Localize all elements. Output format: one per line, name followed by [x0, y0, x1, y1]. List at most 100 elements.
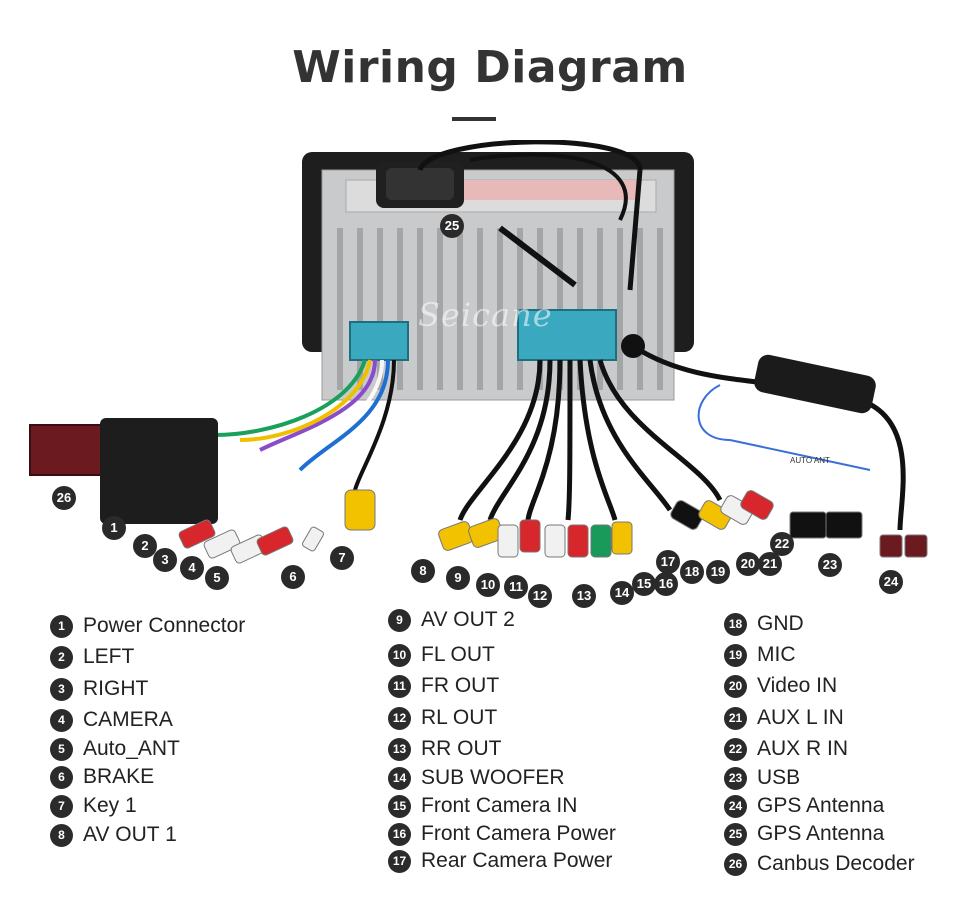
- callout-18: 18: [680, 560, 704, 584]
- legend-number: 4: [50, 708, 73, 732]
- callout-4: 4: [180, 556, 204, 580]
- legend-number: 16: [388, 822, 411, 846]
- callout-1: 1: [102, 516, 126, 540]
- callout-8: 8: [411, 559, 435, 583]
- legend-number: 14: [388, 766, 411, 790]
- legend-item: 14 SUB WOOFER: [388, 766, 565, 792]
- callout-6: 6: [281, 565, 305, 589]
- legend-label: Key 1: [83, 794, 137, 817]
- legend-number: 9: [388, 608, 411, 632]
- legend-item: 4 CAMERA: [50, 708, 173, 734]
- legend-label: RL OUT: [421, 706, 498, 729]
- callout-5: 5: [205, 566, 229, 590]
- callout-19: 19: [706, 560, 730, 584]
- legend-label: Power Connector: [83, 614, 246, 637]
- legend-label: MIC: [757, 643, 796, 666]
- callout-2: 2: [133, 534, 157, 558]
- legend-label: USB: [757, 766, 801, 789]
- legend-item: 26 Canbus Decoder: [724, 852, 915, 878]
- legend-number: 3: [50, 677, 73, 701]
- legend-label: GPS Antenna: [757, 794, 885, 817]
- gps-antenna-puck: [376, 140, 643, 291]
- callout-12: 12: [528, 584, 552, 608]
- legend-label: AUX R IN: [757, 737, 849, 760]
- legend-number: 8: [50, 823, 73, 847]
- legend-number: 5: [50, 737, 73, 761]
- legend-number: 2: [50, 645, 73, 669]
- legend-number: 26: [724, 852, 747, 876]
- legend-item: 7 Key 1: [50, 794, 137, 820]
- legend-item: 3 RIGHT: [50, 677, 148, 703]
- legend-item: 11 FR OUT: [388, 674, 499, 700]
- legend-label: RIGHT: [83, 677, 149, 700]
- legend-number: 12: [388, 706, 411, 730]
- legend-item: 19 MIC: [724, 643, 796, 669]
- callout-26: 26: [52, 486, 76, 510]
- legend-item: 5 Auto_ANT: [50, 737, 180, 763]
- callout-20: 20: [736, 552, 760, 576]
- legend-number: 18: [724, 612, 747, 636]
- legend-label: Canbus Decoder: [757, 852, 915, 875]
- right-harness-socket: [517, 309, 617, 361]
- legend-number: 22: [724, 737, 747, 761]
- callout-17: 17: [656, 550, 680, 574]
- callout-21: 21: [758, 552, 782, 576]
- legend-number: 17: [388, 849, 411, 873]
- callout-24: 24: [879, 570, 903, 594]
- legend-item: 12 RL OUT: [388, 706, 497, 732]
- callout-16: 16: [654, 572, 678, 596]
- legend-label: AV OUT 1: [83, 823, 177, 846]
- legend-label: Rear Camera Power: [421, 849, 613, 872]
- legend-number: 15: [388, 794, 411, 818]
- legend-number: 23: [724, 766, 747, 790]
- legend-number: 25: [724, 822, 747, 846]
- legend-number: 1: [50, 614, 73, 638]
- callout-3: 3: [153, 548, 177, 572]
- legend-number: 11: [388, 674, 411, 698]
- power-connector: [100, 418, 218, 524]
- legend-label: Front Camera Power: [421, 822, 616, 845]
- legend-item: 10 FL OUT: [388, 643, 495, 669]
- legend-item: 1 Power Connector: [50, 614, 245, 640]
- legend-number: 19: [724, 643, 747, 667]
- legend-number: 24: [724, 794, 747, 818]
- callout-7: 7: [330, 546, 354, 570]
- callout-13: 13: [572, 584, 596, 608]
- legend-label: Front Camera IN: [421, 794, 578, 817]
- legend-item: 8 AV OUT 1: [50, 823, 177, 849]
- legend-label: FL OUT: [421, 643, 495, 666]
- legend-item: 24 GPS Antenna: [724, 794, 884, 820]
- title-underline: [452, 117, 496, 121]
- callout-23: 23: [818, 553, 842, 577]
- head-unit-photo: AUTO ANT: [29, 140, 928, 564]
- callout-22: 22: [770, 532, 794, 556]
- canbus-decoder: [29, 424, 111, 476]
- legend-item: 23 USB: [724, 766, 800, 792]
- callout-15: 15: [632, 572, 656, 596]
- legend-item: 25 GPS Antenna: [724, 822, 884, 848]
- legend-label: GND: [757, 612, 804, 635]
- auto-ant-tag: AUTO ANT: [790, 456, 830, 465]
- legend-label: Auto_ANT: [83, 737, 180, 760]
- legend-label: Video IN: [757, 674, 838, 697]
- legend-label: GPS Antenna: [757, 822, 885, 845]
- legend-label: CAMERA: [83, 708, 173, 731]
- head-unit: [302, 152, 694, 401]
- callout-10: 10: [476, 573, 500, 597]
- legend-label: FR OUT: [421, 674, 500, 697]
- legend-number: 13: [388, 737, 411, 761]
- legend-label: AUX L IN: [757, 706, 844, 729]
- legend-number: 6: [50, 765, 73, 789]
- legend-label: SUB WOOFER: [421, 766, 565, 789]
- legend-item: 18 GND: [724, 612, 804, 638]
- legend-number: 7: [50, 794, 73, 818]
- legend-number: 21: [724, 706, 747, 730]
- left-harness-socket: [349, 321, 409, 361]
- legend-number: 20: [724, 674, 747, 698]
- callout-25: 25: [440, 214, 464, 238]
- legend-number: 10: [388, 643, 411, 667]
